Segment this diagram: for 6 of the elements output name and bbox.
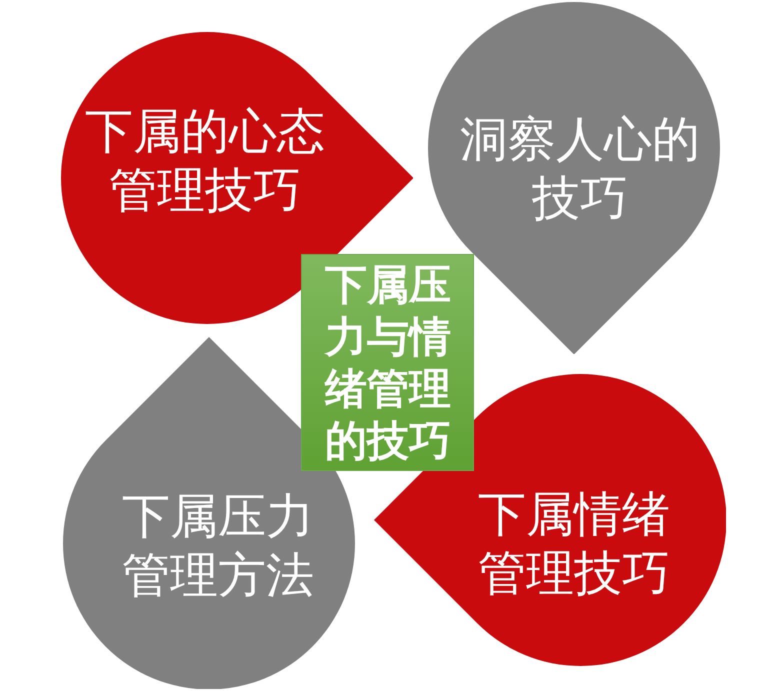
topic-label: 下属情绪管理技巧 (476, 485, 671, 603)
center-title: 下属压力与情绪管理的技巧 (324, 258, 452, 468)
topic-label: 下属压力管理方法 (121, 487, 315, 605)
center-card (301, 254, 474, 471)
topic-label: 洞察人心的技巧 (459, 110, 701, 228)
topic-label: 下属的心态管理技巧 (84, 102, 326, 220)
